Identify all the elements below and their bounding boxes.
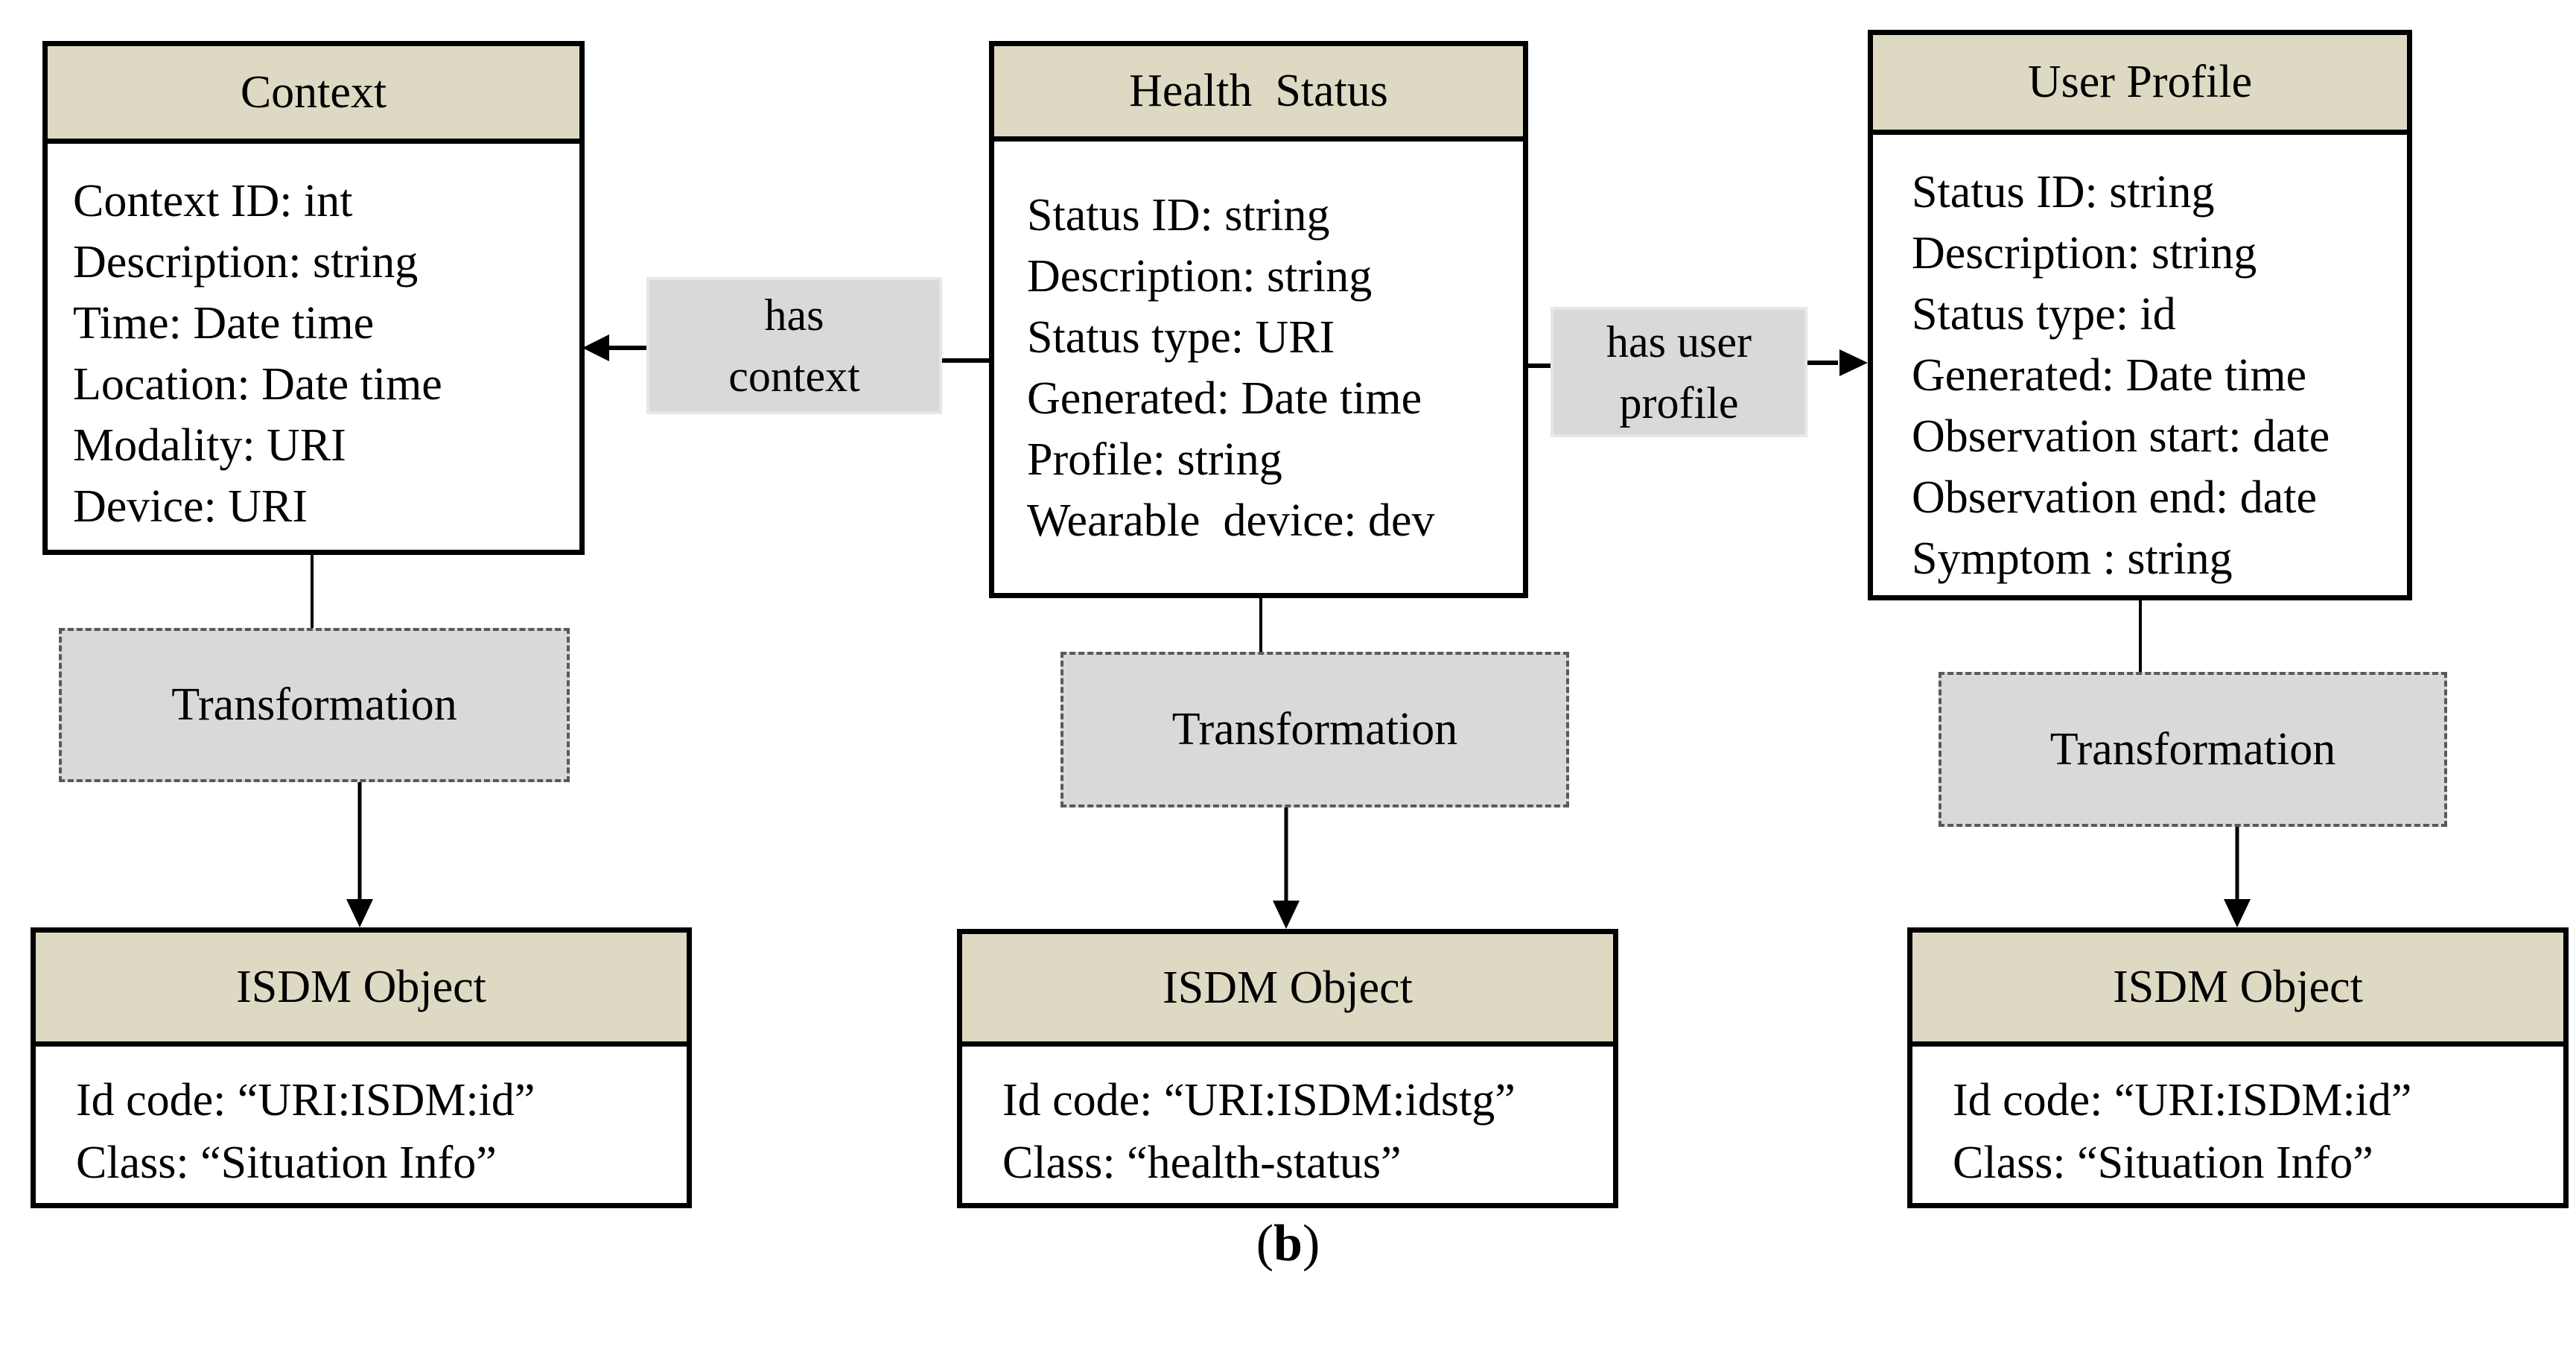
user-profile-entity-title: User Profile [2027, 57, 2253, 107]
caption-close-paren: ) [1302, 1215, 1320, 1272]
right-isdm-id-code: Id code: “URI:ISDM:id” [1953, 1075, 2412, 1126]
right-transformation-label: Transformation [2049, 723, 2336, 775]
left-isdm-object: ISDM Object Id code: “URI:ISDM:id” Class… [31, 927, 692, 1208]
caption-open-paren: ( [1256, 1215, 1274, 1272]
left-isdm-class: Class: “Situation Info” [76, 1137, 497, 1188]
health-status-attribute-list: Status ID: string Description: string St… [994, 142, 1523, 551]
has-context-relation: has context [646, 277, 942, 414]
context-entity-header: Context [48, 46, 579, 144]
has-context-arrowhead [582, 334, 609, 361]
right-isdm-class: Class: “Situation Info” [1953, 1137, 2373, 1188]
has-context-label-line2: context [728, 352, 860, 401]
user-profile-attribute: Status ID: string [1912, 167, 2215, 218]
health-status-entity-header: Health Status [994, 46, 1523, 142]
right-isdm-object: ISDM Object Id code: “URI:ISDM:id” Class… [1907, 927, 2569, 1208]
context-attribute: Device: URI [73, 481, 308, 532]
middle-isdm-object-header: ISDM Object [962, 934, 1613, 1047]
health-status-entity-title: Health Status [1129, 66, 1388, 116]
user-profile-attribute: Status type: id [1912, 289, 2176, 340]
left-isdm-object-header: ISDM Object [36, 933, 687, 1047]
middle-isdm-object: ISDM Object Id code: “URI:ISDM:idstg” Cl… [957, 929, 1618, 1208]
has-context-label-line1: has [764, 291, 824, 340]
user-profile-attribute: Description: string [1912, 228, 2257, 279]
right-isdm-object-header: ISDM Object [1912, 933, 2563, 1047]
has-user-profile-relation: has user profile [1551, 307, 1807, 437]
context-attribute: Time: Date time [73, 298, 375, 349]
user-profile-attribute: Observation start: date [1912, 411, 2330, 462]
health-status-attribute: Wearable device: dev [1027, 495, 1435, 546]
user-profile-entity: User Profile Status ID: string Descripti… [1868, 30, 2412, 600]
context-attribute: Context ID: int [73, 176, 353, 226]
left-transformation-box: Transformation [59, 628, 570, 782]
right-isdm-object-title: ISDM Object [2113, 961, 2363, 1012]
has-user-profile-label-line1: has user [1606, 317, 1752, 366]
user-profile-attribute: Symptom : string [1912, 533, 2233, 584]
has-user-profile-label-line2: profile [1619, 378, 1739, 428]
health-status-attribute: Description: string [1027, 251, 1373, 302]
health-status-attribute: Profile: string [1027, 434, 1282, 485]
context-entity: Context Context ID: int Description: str… [42, 41, 585, 555]
health-status-attribute: Status type: URI [1027, 312, 1335, 363]
left-transformation-label: Transformation [171, 679, 457, 730]
figure-caption: (b) [0, 1214, 2576, 1274]
user-profile-attribute: Observation end: date [1912, 472, 2318, 523]
middle-isdm-object-title: ISDM Object [1163, 962, 1413, 1013]
left-isdm-object-title: ISDM Object [236, 961, 486, 1012]
health-status-entity: Health Status Status ID: string Descript… [989, 41, 1528, 598]
middle-transformation-box: Transformation [1060, 652, 1569, 807]
context-entity-title: Context [240, 66, 387, 118]
middle-isdm-class: Class: “health-status” [1002, 1137, 1402, 1188]
right-isdm-object-body: Id code: “URI:ISDM:id” Class: “Situation… [1912, 1047, 2563, 1194]
user-profile-attribute-list: Status ID: string Description: string St… [1873, 135, 2407, 589]
right-transformation-arrowhead [2224, 899, 2251, 927]
left-isdm-object-body: Id code: “URI:ISDM:id” Class: “Situation… [36, 1047, 687, 1194]
context-attribute: Location: Date time [73, 359, 442, 410]
context-attribute-list: Context ID: int Description: string Time… [48, 144, 579, 537]
context-attribute: Modality: URI [73, 420, 346, 471]
middle-isdm-id-code: Id code: “URI:ISDM:idstg” [1002, 1075, 1516, 1126]
middle-isdm-object-body: Id code: “URI:ISDM:idstg” Class: “health… [962, 1047, 1613, 1194]
user-profile-attribute: Generated: Date time [1912, 350, 2307, 401]
middle-transformation-label: Transformation [1171, 704, 1458, 755]
user-profile-entity-header: User Profile [1873, 35, 2407, 135]
right-transformation-box: Transformation [1939, 672, 2447, 827]
left-transformation-arrowhead [346, 899, 373, 927]
caption-letter: b [1273, 1215, 1303, 1272]
context-attribute: Description: string [73, 237, 419, 288]
has-user-profile-arrowhead [1839, 349, 1868, 376]
health-status-attribute: Status ID: string [1027, 190, 1330, 241]
middle-transformation-arrowhead [1273, 901, 1300, 929]
left-isdm-id-code: Id code: “URI:ISDM:id” [76, 1075, 535, 1126]
health-status-attribute: Generated: Date time [1027, 373, 1422, 424]
